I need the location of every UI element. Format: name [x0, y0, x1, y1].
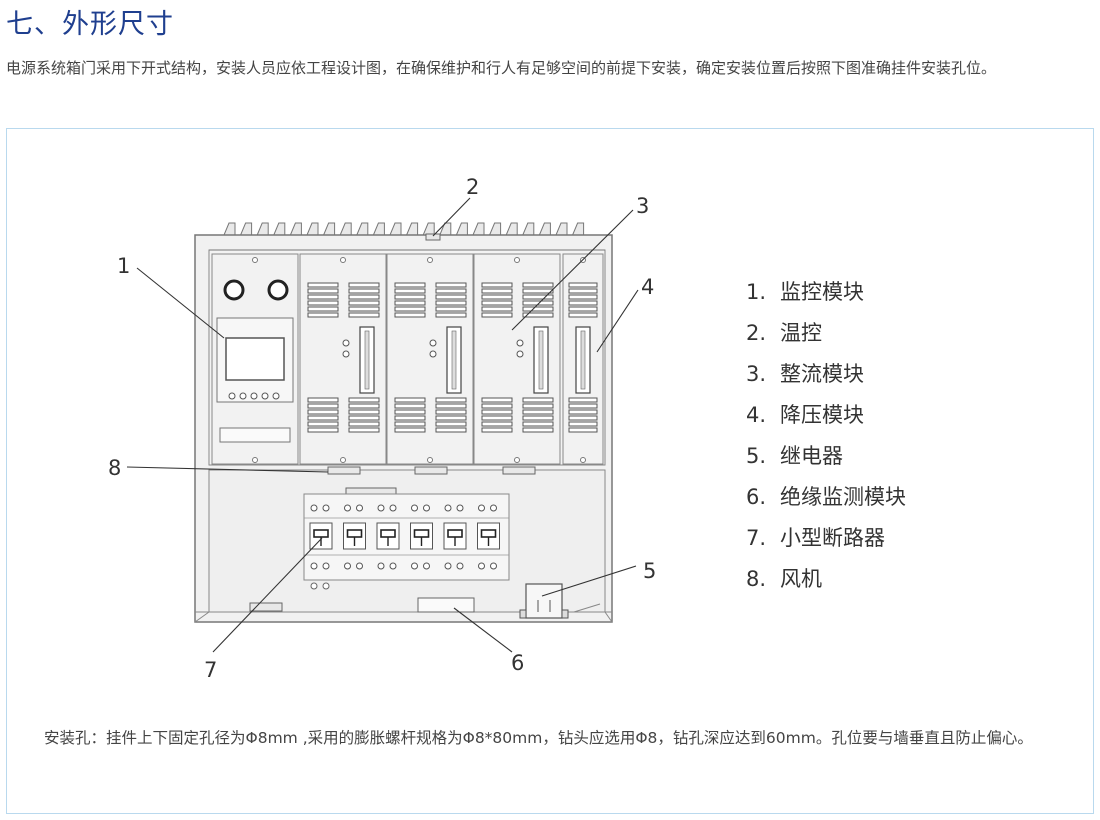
miniature-circuit-breakers	[303, 493, 510, 590]
callout-3: 3	[636, 194, 649, 218]
monitor-slot	[219, 427, 291, 443]
callout-7: 7	[204, 658, 217, 682]
legend-number: 3.	[746, 362, 767, 386]
rectifier-module	[299, 253, 387, 465]
legend-label: 整流模块	[780, 362, 864, 386]
leader-lines	[126, 197, 639, 653]
legend-label: 小型断路器	[780, 526, 885, 550]
rectifier-module	[386, 253, 474, 465]
legend-item: 8. 风机	[746, 559, 906, 600]
knob-left	[223, 279, 245, 301]
legend-item: 7. 小型断路器	[746, 518, 906, 559]
bottom-left-bevel	[194, 611, 210, 623]
legend-label: 风机	[780, 567, 822, 591]
callout-1: 1	[117, 254, 130, 278]
monitor-module	[211, 253, 299, 465]
legend-item: 4. 降压模块	[746, 395, 906, 436]
callout-8: 8	[108, 456, 121, 480]
lower-right-rail	[573, 603, 601, 613]
insulation-monitor-module	[417, 597, 475, 613]
fans	[327, 466, 536, 496]
callout-5: 5	[643, 559, 656, 583]
rectifier-module	[473, 253, 561, 465]
legend-number: 2.	[746, 321, 767, 345]
legend-number: 4.	[746, 403, 767, 427]
legend-item: 5. 继电器	[746, 436, 906, 477]
mounting-note: 安装孔：挂件上下固定孔径为Φ8mm ,采用的膨胀螺杆规格为Φ8*80mm，钻头应…	[44, 729, 1033, 747]
legend-item: 2. 温控	[746, 313, 906, 354]
legend-item: 6. 绝缘监测模块	[746, 477, 906, 518]
intro-paragraph: 电源系统箱门采用下开式结构，安装人员应依工程设计图，在确保维护和行人有足够空间的…	[6, 59, 997, 77]
bottom-left-fixture	[249, 602, 283, 612]
callout-4: 4	[641, 275, 654, 299]
legend-label: 降压模块	[780, 403, 864, 427]
legend-item: 3. 整流模块	[746, 354, 906, 395]
legend-label: 继电器	[780, 444, 843, 468]
page-heading: 七、外形尺寸	[6, 9, 174, 40]
legend-number: 6.	[746, 485, 767, 509]
step-down-module	[562, 253, 604, 465]
legend-number: 8.	[746, 567, 767, 591]
component-legend: 1. 监控模块 2. 温控 3. 整流模块 4. 降压模块 5. 继电器 6. 绝缘监测模块…	[746, 272, 906, 600]
bottom-right-bevel	[604, 611, 613, 623]
legend-number: 7.	[746, 526, 767, 550]
relay	[519, 583, 569, 619]
heat-sink-fins	[223, 222, 585, 236]
legend-number: 5.	[746, 444, 767, 468]
callout-2: 2	[466, 175, 479, 199]
temperature-control	[425, 233, 441, 241]
monitor-screen	[225, 337, 285, 381]
legend-label: 监控模块	[780, 280, 864, 304]
callout-6: 6	[511, 651, 524, 675]
legend-item: 1. 监控模块	[746, 272, 906, 313]
rectifier-modules	[299, 253, 561, 465]
legend-label: 绝缘监测模块	[780, 485, 906, 509]
legend-label: 温控	[780, 321, 822, 345]
legend-number: 1.	[746, 280, 767, 304]
knob-right	[267, 279, 289, 301]
figure-frame	[6, 128, 1094, 814]
